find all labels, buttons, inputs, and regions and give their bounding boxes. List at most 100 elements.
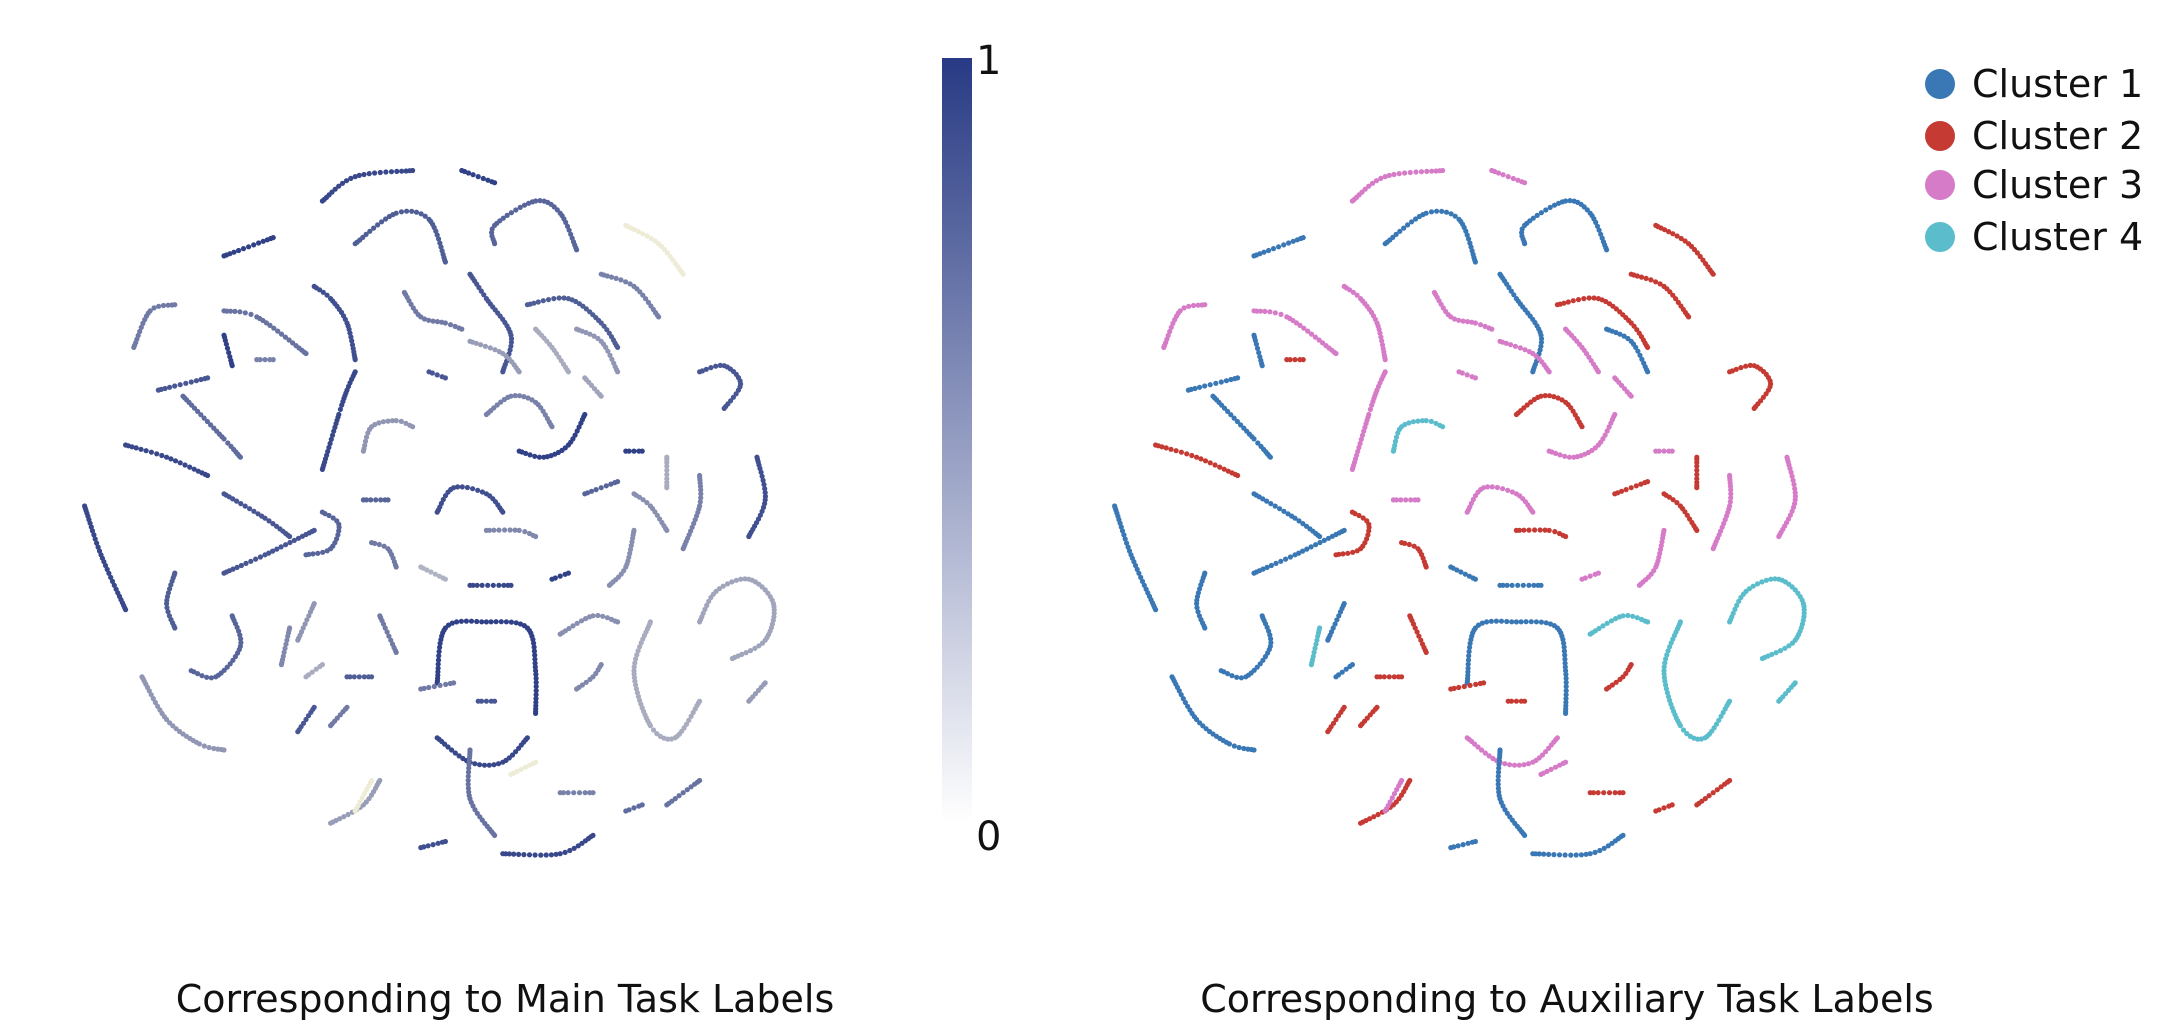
auxiliary-task-point [1710,790,1716,796]
auxiliary-task-point [1522,698,1528,704]
main-task-point [508,339,514,345]
main-task-point [187,464,193,470]
main-task-point [282,645,288,652]
main-task-point [498,399,504,405]
main-task-point [474,582,480,588]
main-task-curve-51 [377,613,399,656]
main-task-point [585,490,591,496]
auxiliary-task-point [1792,486,1798,492]
main-task-point [328,436,334,442]
main-task-point [410,167,416,174]
auxiliary-task-point [1485,484,1491,490]
auxiliary-task-point [1418,169,1425,175]
auxiliary-task-point [1543,749,1549,755]
auxiliary-task-curve-30 [1251,491,1323,540]
auxiliary-task-point [1508,288,1514,294]
auxiliary-task-point [1697,253,1703,260]
auxiliary-task-title: Corresponding to Auxiliary Task Labels [1200,977,1933,1021]
main-task-point [758,469,764,475]
auxiliary-task-point [1141,582,1147,588]
main-task-point [511,851,517,857]
auxiliary-task-point [1628,393,1634,399]
auxiliary-task-point [1537,347,1543,353]
main-task-point [593,487,599,493]
main-task-point [129,444,135,450]
main-task-point [300,720,307,726]
auxiliary-task-point [1465,661,1471,667]
main-task-point [588,488,595,494]
main-task-point [188,668,194,674]
auxiliary-task-point [1673,296,1679,302]
auxiliary-task-point [1195,609,1201,615]
auxiliary-task-point [1575,297,1582,303]
auxiliary-task-curve-37 [1694,454,1700,491]
auxiliary-task-point [1618,488,1625,494]
main-task-point [664,463,670,469]
auxiliary-task-point [1178,449,1184,455]
auxiliary-task-point [1469,839,1475,845]
auxiliary-task-point [1218,668,1224,674]
main-task-point [527,452,533,458]
main-task-point [385,497,391,503]
main-task-curve-50 [295,601,317,643]
auxiliary-task-point [1563,683,1569,690]
auxiliary-task-point [1221,466,1227,472]
main-task-point [615,344,621,350]
auxiliary-task-curve-22 [1153,442,1241,479]
main-task-point [553,851,559,857]
auxiliary-task-curve-47 [1194,570,1208,631]
main-task-curve-65 [344,674,375,680]
auxiliary-task-curve-25 [1513,393,1585,430]
auxiliary-task-point [1538,210,1544,216]
auxiliary-task-point [1235,375,1241,381]
auxiliary-task-point [1613,616,1619,622]
auxiliary-task-curve-6 [1653,222,1716,277]
auxiliary-task-point [1393,434,1400,440]
main-task-point [531,640,537,646]
main-task-point [456,753,462,759]
main-task-point [590,790,596,796]
auxiliary-task-point [1634,615,1640,621]
auxiliary-task-point [1563,692,1569,698]
auxiliary-task-point [1207,460,1213,466]
auxiliary-task-point [1489,484,1495,490]
auxiliary-task-point [1153,607,1159,613]
main-task-point [201,415,207,421]
main-task-point [227,251,233,257]
auxiliary-task-point [1517,345,1523,351]
auxiliary-task-point [1325,535,1332,541]
auxiliary-task-curve-67 [1538,759,1569,778]
main-task-point [148,449,154,455]
auxiliary-task-point [1451,685,1457,692]
main-task-point [378,497,384,503]
auxiliary-task-point [1598,231,1604,237]
auxiliary-task-point [1125,544,1131,550]
main-task-point [703,366,709,372]
auxiliary-task-point [1365,532,1371,538]
main-task-point [536,454,543,460]
auxiliary-task-point [1313,542,1319,548]
auxiliary-task-point [1281,242,1287,248]
auxiliary-task-point [1639,356,1645,362]
auxiliary-task-point [1414,629,1420,635]
main-task-point [224,308,230,314]
main-task-point [104,566,110,573]
auxiliary-task-point [1563,759,1569,765]
auxiliary-task-point [1257,308,1264,314]
auxiliary-task-curve-39 [1776,454,1798,540]
colorbar-gradient [942,58,972,823]
auxiliary-task-point [1235,472,1241,479]
main-task-point [434,319,441,325]
main-task-point [205,375,211,381]
auxiliary-task-point [1526,527,1532,533]
main-task-curve-54 [475,698,498,704]
main-task-point [516,527,522,534]
auxiliary-task-point [1463,228,1469,234]
main-task-point [300,625,306,631]
auxiliary-task-point [1300,357,1306,363]
main-task-point [409,208,415,214]
main-task-point [302,621,308,627]
auxiliary-task-curve-2 [1489,167,1528,186]
auxiliary-task-point [1763,577,1769,583]
auxiliary-task-point [1119,528,1126,534]
